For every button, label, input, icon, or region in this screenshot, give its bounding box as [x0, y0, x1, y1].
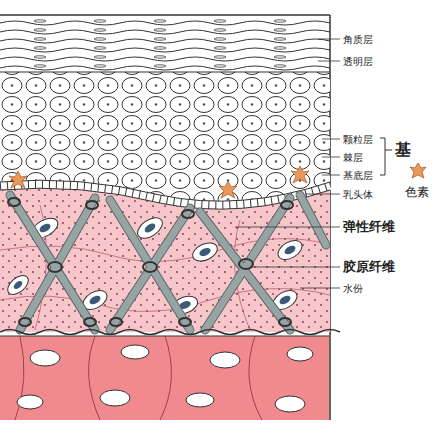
elastic-fiber-loops: [8, 198, 293, 326]
stratum-spinosum-label: 棘层: [343, 152, 363, 163]
elastic-fiber-loops: [182, 210, 194, 218]
collagen-fibers: [205, 198, 290, 330]
elastic-fiber-loops: [86, 201, 98, 209]
elastic-fiber-loops: [19, 318, 31, 326]
elastic-fiber-loops: [8, 198, 20, 206]
leader-lines: [322, 157, 340, 158]
melanocytes: [219, 181, 237, 198]
collagen-fibers: [300, 195, 326, 245]
dermal-cells: [190, 239, 220, 264]
dermal-cells: [38, 222, 52, 234]
stratum-basale-label: 基底层: [343, 170, 373, 181]
stratum-corneum-label: 角质层: [343, 34, 373, 45]
collagen-fibers: [110, 208, 190, 330]
dermal-cells: [283, 244, 297, 256]
elastic-fiber-loops: [281, 201, 293, 209]
dermis: [0, 188, 330, 332]
subcutaneous-layer: [30, 350, 60, 366]
dermal-cells: [88, 294, 102, 306]
stratum-corneum: [0, 18, 330, 72]
elastic-fiber-loops: [239, 259, 253, 269]
bracket: [380, 138, 392, 175]
dermal-cells: [12, 279, 24, 290]
dermal-cells: [278, 294, 292, 306]
subcutaneous-layer: [121, 345, 149, 359]
collagen-fibers: [10, 195, 95, 330]
stratum-granulosum-label: 颗粒层: [343, 134, 373, 145]
subcutaneous-layer: [0, 336, 329, 420]
leader-lines: [305, 194, 340, 195]
subcutaneous-layer: [15, 336, 262, 420]
elastic-fiber-loops: [84, 318, 96, 326]
dermal-cells: [275, 237, 306, 264]
dermal-cells: [4, 272, 31, 298]
basal-heading: 基: [395, 141, 411, 159]
subcutaneous-layer: [100, 390, 130, 406]
water-label: 水份: [343, 283, 363, 294]
elastic-fiber-loops: [48, 262, 62, 272]
subcutaneous-layer: [287, 347, 313, 361]
pigment-label: 色素: [405, 186, 429, 199]
epidermis-cells: [0, 72, 330, 73]
dermis: [0, 188, 330, 332]
frame: [0, 15, 330, 420]
collagen-fiber-label: 胶原纤维: [343, 260, 395, 274]
collagen-fibers: [110, 200, 190, 330]
subcutaneous-layer: [210, 352, 240, 368]
leader-lines: [235, 227, 340, 228]
papilla-label: 乳头体: [343, 189, 373, 200]
subcutaneous-layer: [17, 395, 43, 409]
melanocytes: [9, 171, 27, 188]
elastic-fiber-loops: [143, 262, 157, 272]
leader-lines: [300, 288, 340, 289]
dermis-boundary: [0, 330, 340, 335]
frame: [0, 14, 330, 16]
collagen-fibers: [20, 198, 95, 330]
subcutaneous-layer: [186, 393, 214, 407]
leader-lines: [250, 267, 340, 268]
collagen-fibers: [110, 200, 190, 330]
subcutaneous-layer: [17, 345, 313, 412]
stratum-lucidum-label: 透明层: [343, 56, 373, 67]
dermal-cells: [190, 239, 220, 264]
basal-layer: [0, 188, 330, 209]
leader-lines: [318, 61, 340, 62]
dermis-boundary: [0, 330, 340, 335]
collagen-fibers: [10, 195, 326, 330]
melanocytes: [410, 163, 426, 178]
leader-lines: [235, 39, 340, 288]
subcutaneous-layer: [0, 336, 329, 420]
elastic-fiber-loops: [279, 318, 291, 326]
elastic-fiber-loops: [179, 318, 191, 326]
basal-layer: [0, 180, 330, 209]
subcutaneous-layer: [0, 336, 329, 337]
dermal-cells: [275, 237, 306, 264]
dermal-cells: [143, 222, 157, 235]
elastic-fiber-label: 弹性纤维: [343, 220, 395, 234]
collagen-fibers: [10, 195, 326, 330]
basal-layer: [0, 180, 330, 201]
dermal-cells: [4, 272, 31, 298]
melanocytes: [291, 166, 309, 183]
dermal-cells: [198, 246, 212, 257]
collagen-fibers: [10, 195, 326, 330]
leader-lines: [322, 139, 340, 140]
elastic-fiber-loops: [110, 318, 122, 326]
subcutaneous-layer: [275, 396, 305, 412]
leader-lines: [318, 39, 340, 40]
collagen-fibers: [10, 195, 95, 330]
stratum-corneum: [0, 18, 330, 72]
bracket: [380, 138, 392, 175]
collagen-fibers: [300, 195, 326, 245]
leader-lines: [322, 175, 340, 176]
